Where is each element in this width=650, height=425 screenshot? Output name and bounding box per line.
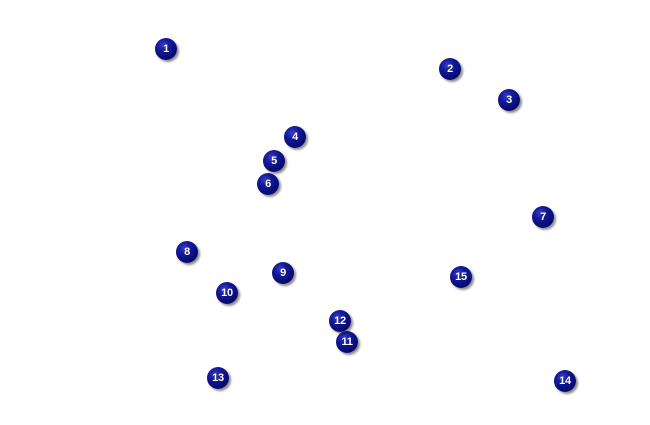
marker-label: 14 xyxy=(559,374,571,387)
marker-6[interactable]: 6 xyxy=(257,173,279,195)
marker-label: 5 xyxy=(271,154,277,167)
marker-7[interactable]: 7 xyxy=(532,206,554,228)
marker-label: 11 xyxy=(341,335,353,348)
marker-13[interactable]: 13 xyxy=(207,367,229,389)
marker-14[interactable]: 14 xyxy=(554,370,576,392)
marker-label: 1 xyxy=(163,42,169,55)
marker-2[interactable]: 2 xyxy=(439,58,461,80)
marker-label: 8 xyxy=(184,245,190,258)
marker-label: 9 xyxy=(280,266,286,279)
marker-5[interactable]: 5 xyxy=(263,150,285,172)
marker-12[interactable]: 12 xyxy=(329,310,351,332)
marker-4[interactable]: 4 xyxy=(284,126,306,148)
marker-3[interactable]: 3 xyxy=(498,89,520,111)
marker-9[interactable]: 9 xyxy=(272,262,294,284)
marker-8[interactable]: 8 xyxy=(176,241,198,263)
marker-label: 4 xyxy=(292,130,298,143)
marker-11[interactable]: 11 xyxy=(336,331,358,353)
marker-10[interactable]: 10 xyxy=(216,282,238,304)
marker-1[interactable]: 1 xyxy=(155,38,177,60)
marker-label: 15 xyxy=(455,270,467,283)
marker-15[interactable]: 15 xyxy=(450,266,472,288)
marker-label: 2 xyxy=(447,62,453,75)
marker-label: 6 xyxy=(265,177,271,190)
marker-label: 12 xyxy=(334,314,346,327)
marker-label: 3 xyxy=(506,93,512,106)
marker-label: 10 xyxy=(221,286,233,299)
marker-label: 7 xyxy=(540,210,546,223)
marker-label: 13 xyxy=(212,371,224,384)
